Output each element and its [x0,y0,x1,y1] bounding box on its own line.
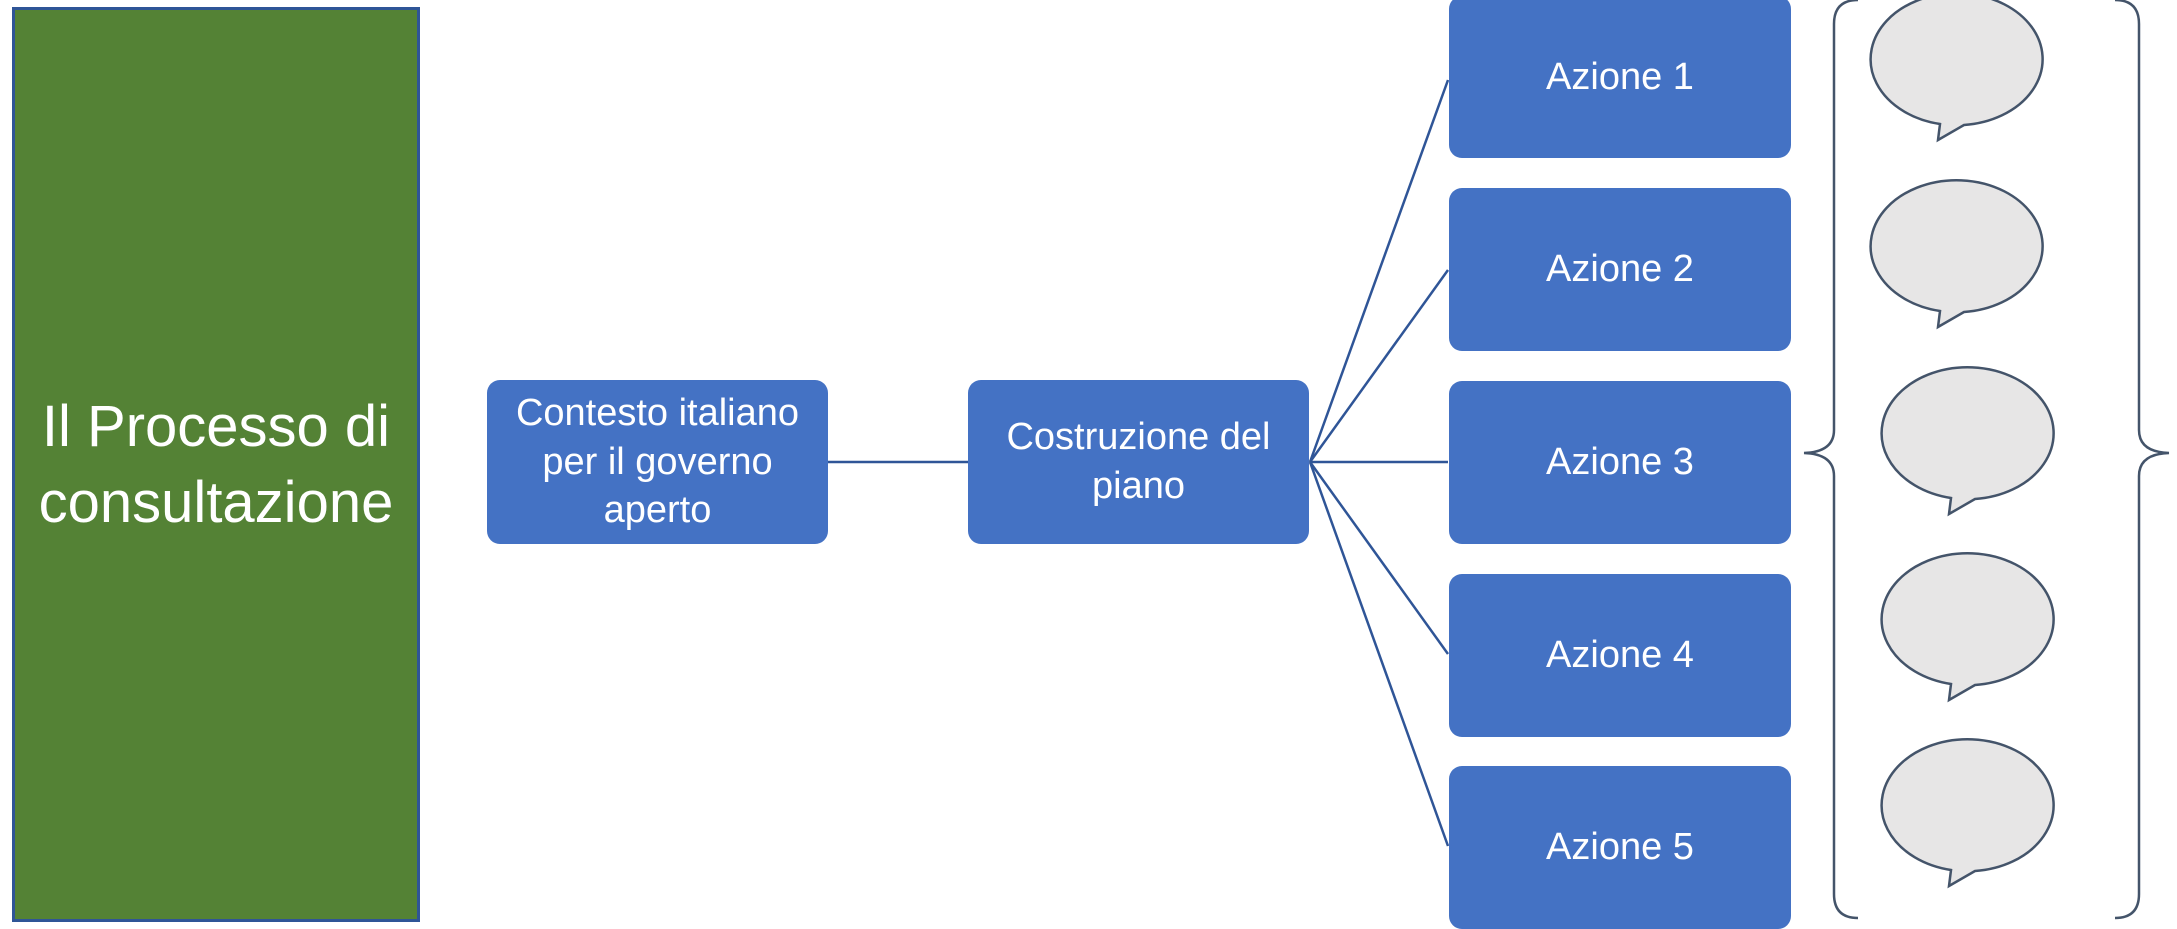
action-node-5-label: Azione 5 [1546,826,1694,869]
comment-bubble-1-icon [1869,0,2044,143]
plan-node-label: Costruzione del piano [1006,416,1271,507]
connector-plan-to-azione-2 [1308,269,1450,463]
context-node-label: Contesto italiano per il governo aperto [515,392,800,532]
action-node-2-label: Azione 2 [1546,248,1694,291]
plan-node: Costruzione del piano [968,380,1309,544]
comment-bubble-2-icon [1869,178,2044,330]
comment-bubble-5-icon [1880,737,2055,889]
connector-plan-to-azione-5 [1308,461,1450,847]
connector-plan-to-azione-1 [1308,79,1450,463]
action-node-5: Azione 5 [1449,766,1791,929]
action-node-2: Azione 2 [1449,188,1791,351]
action-node-4-label: Azione 4 [1546,634,1694,677]
context-node: Contesto italiano per il governo aperto [487,380,828,544]
action-node-4: Azione 4 [1449,574,1791,737]
process-title-box: Il Processo di consultazione [12,7,420,922]
comment-bubbles [1869,0,2055,889]
comment-bubble-3-icon [1880,365,2055,517]
right-curly-brace [2114,0,2170,920]
comment-bubble-4-icon [1880,551,2055,703]
action-node-3-label: Azione 3 [1546,441,1694,484]
connector-plan-to-azione-4 [1308,461,1450,655]
left-curly-brace [1803,0,1859,920]
action-node-1: Azione 1 [1449,0,1791,158]
action-node-1-label: Azione 1 [1546,55,1694,98]
action-node-3: Azione 3 [1449,381,1791,544]
process-title: Il Processo di consultazione [38,394,394,535]
